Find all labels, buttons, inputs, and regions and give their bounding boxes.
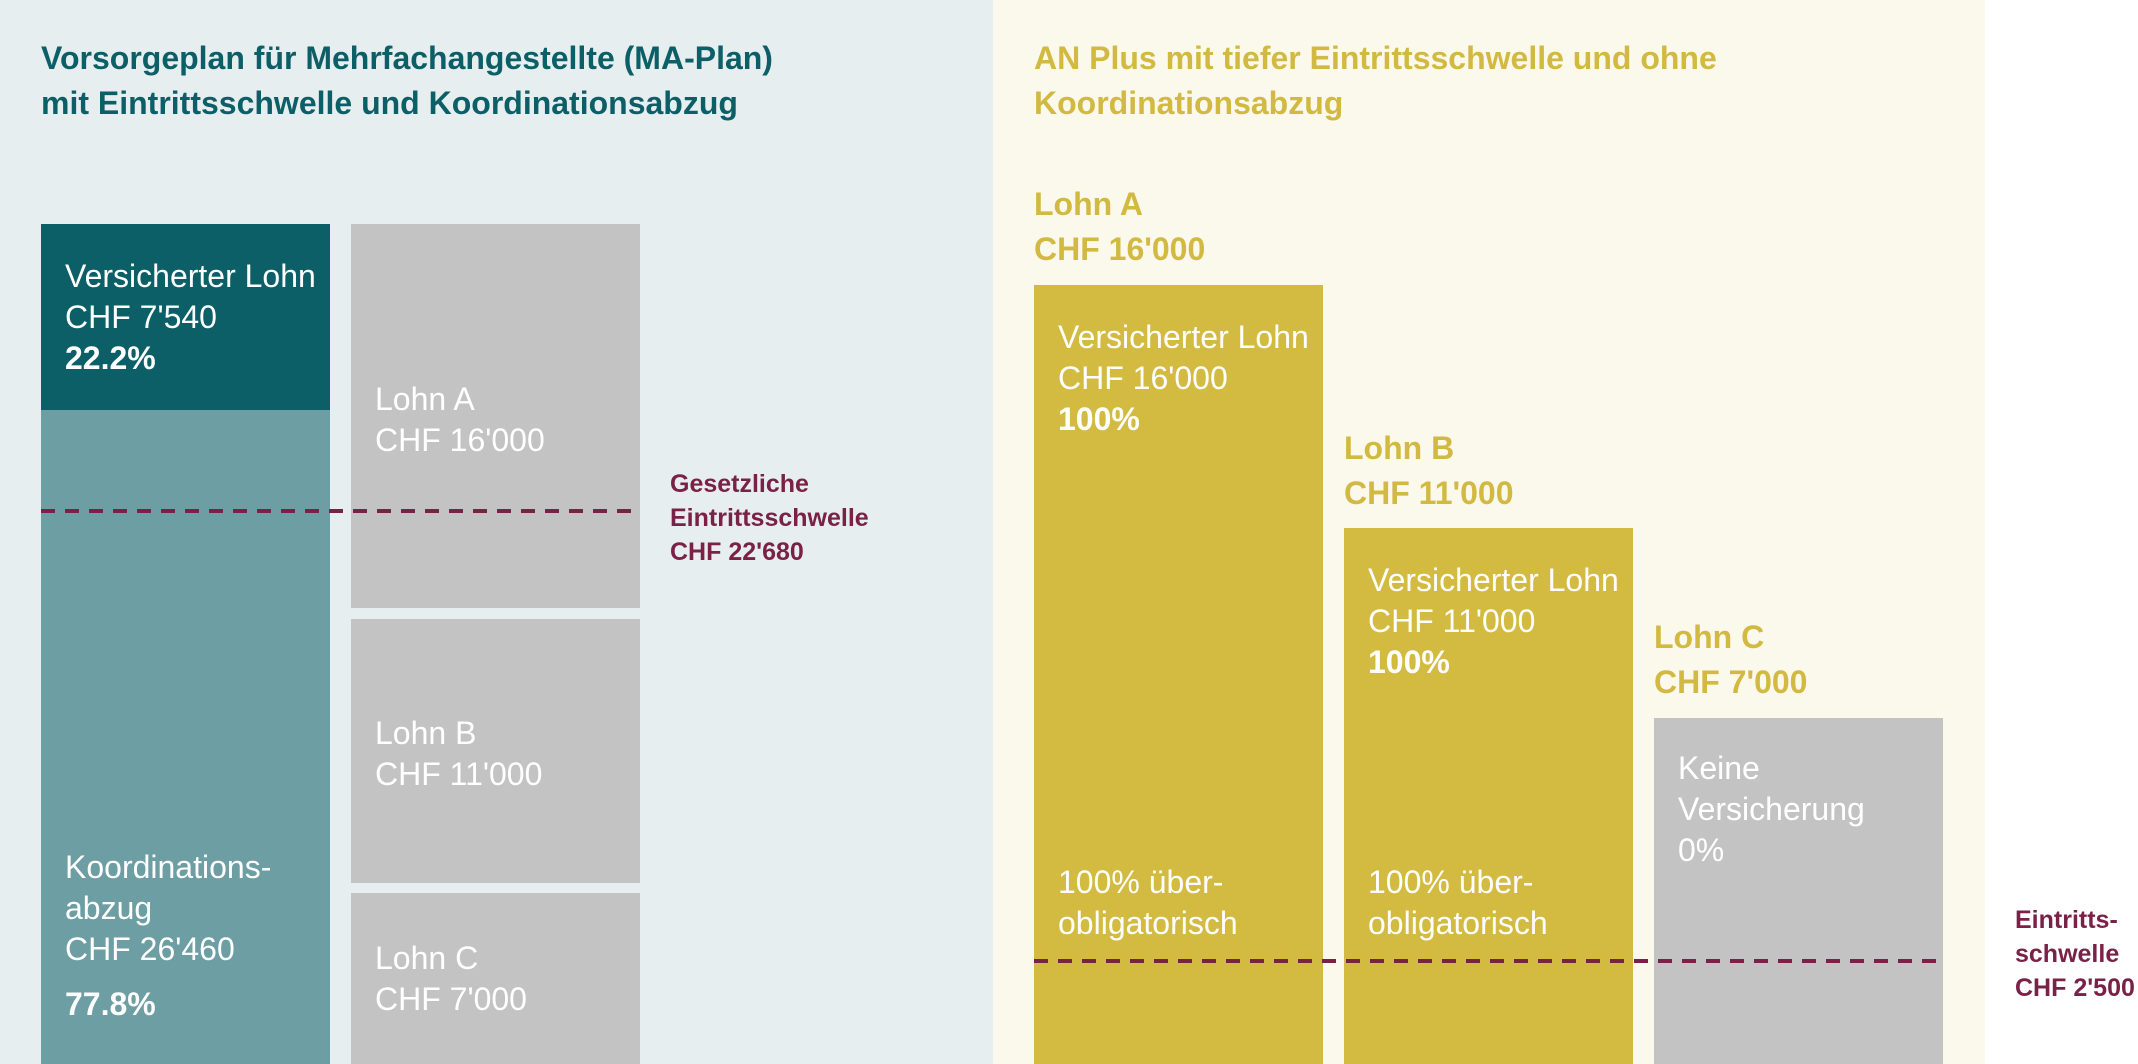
low-threshold-label: Eintritts- schwelle CHF 2'500 — [2015, 906, 2135, 1002]
salary-c-value: CHF 7'000 — [375, 981, 527, 1017]
salary-b-value: CHF 11'000 — [375, 756, 543, 792]
bar-c-heading: Lohn C CHF 7'000 — [1654, 619, 1808, 700]
coordination-value: CHF 26'460 — [65, 931, 235, 967]
legal-threshold-label: Gesetzliche Eintrittsschwelle CHF 22'680 — [670, 470, 869, 566]
bar-c-label-1: Keine — [1678, 750, 1760, 786]
bar-b-percent: 100% — [1368, 644, 1450, 680]
coordination-deduction-segment: Koordinations- abzug CHF 26'460 77.8% — [41, 410, 330, 1064]
bar-a-heading: Lohn A CHF 16'000 — [1034, 186, 1206, 267]
bar-c-percent: 0% — [1678, 832, 1725, 868]
coordination-label-2: abzug — [65, 890, 153, 926]
salary-c-label: Lohn C — [375, 940, 479, 976]
insured-salary-value: CHF 7'540 — [65, 299, 217, 335]
salary-a-value: CHF 16'000 — [375, 422, 545, 458]
left-panel-title: Vorsorgeplan für Mehrfachangestellte (MA… — [41, 40, 773, 121]
bar-c-label-2: Versicherung — [1678, 791, 1865, 827]
salary-a-label: Lohn A — [375, 381, 475, 417]
salary-c-segment: Lohn C CHF 7'000 — [351, 893, 640, 1064]
coordination-percent: 77.8% — [65, 986, 156, 1022]
bar-a-note-2: obligatorisch — [1058, 905, 1238, 941]
insured-salary-percent: 22.2% — [65, 340, 156, 376]
bar-a-insured-value: CHF 16'000 — [1058, 360, 1228, 396]
bar-a-percent: 100% — [1058, 401, 1140, 437]
bar-b-note-1: 100% über- — [1368, 864, 1534, 900]
salary-a-segment: Lohn A CHF 16'000 — [351, 224, 640, 608]
bar-b-note-2: obligatorisch — [1368, 905, 1548, 941]
coordination-label-1: Koordinations- — [65, 849, 272, 885]
bar-b: Versicherter Lohn CHF 11'000 100% 100% ü… — [1344, 528, 1633, 1064]
salary-b-label: Lohn B — [375, 715, 477, 751]
bar-a: Versicherter Lohn CHF 16'000 100% 100% ü… — [1034, 285, 1323, 1064]
bar-b-insured-value: CHF 11'000 — [1368, 603, 1536, 639]
left-panel: Vorsorgeplan für Mehrfachangestellte (MA… — [0, 0, 993, 1064]
right-panel: AN Plus mit tiefer Eintrittsschwelle und… — [993, 0, 1985, 1064]
insured-salary-segment: Versicherter Lohn CHF 7'540 22.2% — [41, 224, 330, 410]
right-panel-title: AN Plus mit tiefer Eintrittsschwelle und… — [1034, 40, 1717, 121]
insured-salary-label: Versicherter Lohn — [65, 258, 316, 294]
bar-a-note-1: 100% über- — [1058, 864, 1224, 900]
salary-b-segment: Lohn B CHF 11'000 — [351, 619, 640, 883]
bar-b-heading: Lohn B CHF 11'000 — [1344, 430, 1514, 511]
bar-c: Keine Versicherung 0% — [1654, 718, 1943, 1064]
bar-b-insured-label: Versicherter Lohn — [1368, 562, 1619, 598]
bar-a-insured-label: Versicherter Lohn — [1058, 319, 1309, 355]
